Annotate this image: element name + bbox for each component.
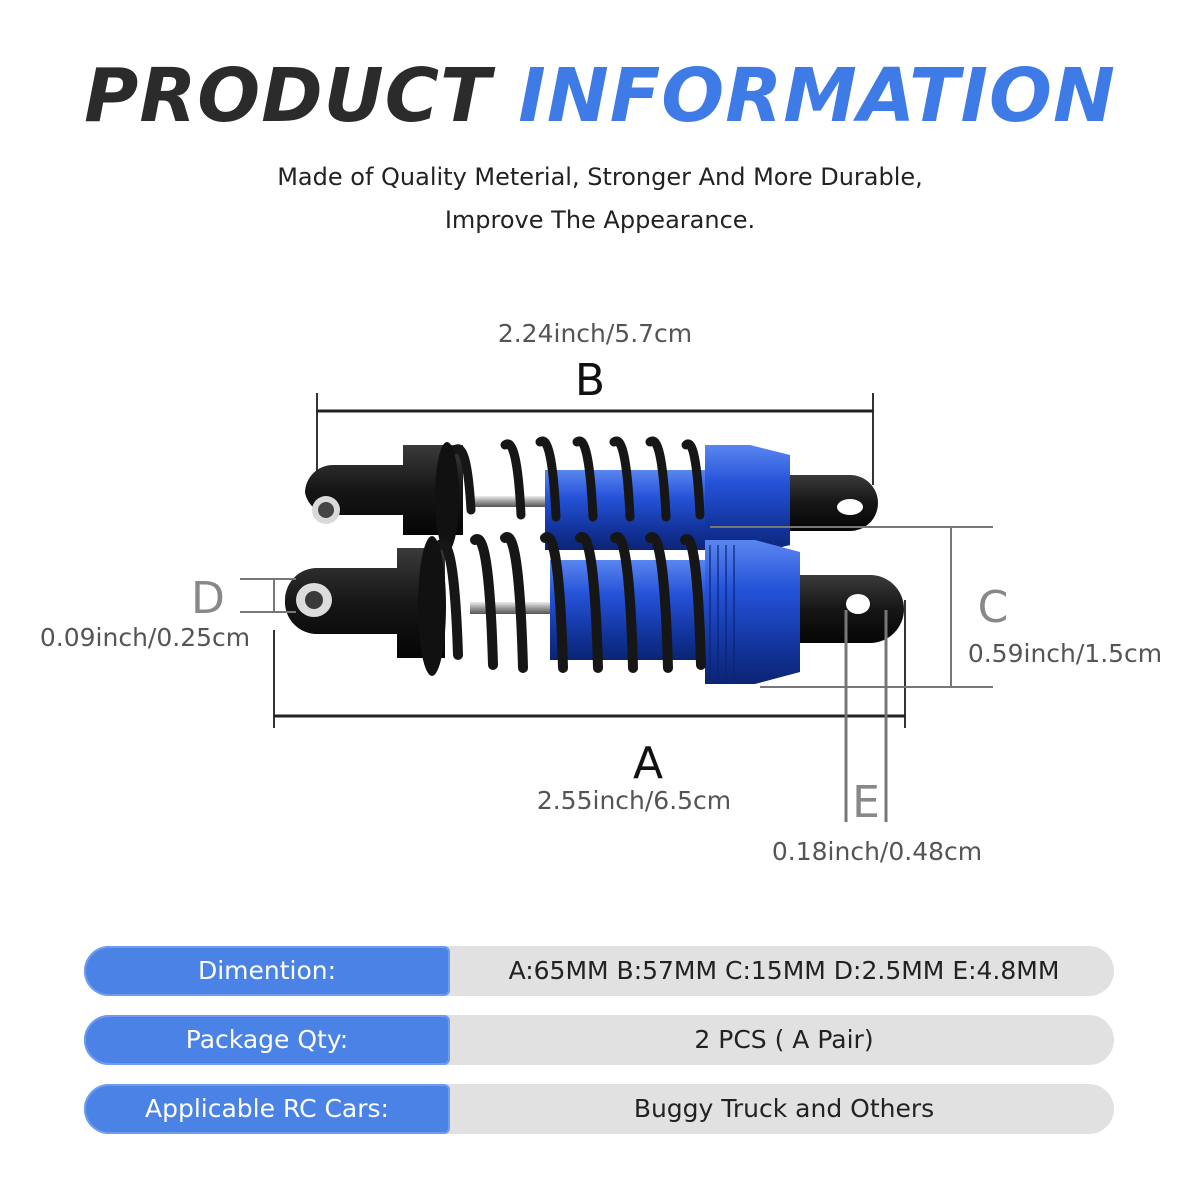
dimension-b-measure: 2.24inch/5.7cm bbox=[498, 319, 692, 348]
dimension-d-measure: 0.09inch/0.25cm bbox=[40, 623, 250, 652]
spec-row-dimension: Dimention: A:65MM B:57MM C:15MM D:2.5MM … bbox=[84, 946, 1114, 996]
dimension-a-measure: 2.55inch/6.5cm bbox=[537, 786, 731, 815]
dimension-b: B 2.24inch/5.7cm bbox=[316, 319, 874, 485]
dimension-a: A 2.55inch/6.5cm bbox=[273, 600, 906, 815]
spec-row-applicable-cars: Applicable RC Cars: Buggy Truck and Othe… bbox=[84, 1084, 1114, 1134]
page-title: PRODUCT INFORMATION bbox=[0, 48, 1200, 144]
title-word-information: INFORMATION bbox=[518, 53, 1116, 139]
dimension-a-letter: A bbox=[633, 738, 663, 789]
spec-label: Package Qty: bbox=[84, 1015, 450, 1065]
dimension-b-letter: B bbox=[575, 355, 605, 406]
spec-value: Buggy Truck and Others bbox=[633, 1094, 935, 1123]
spec-value: 2 PCS ( A Pair) bbox=[694, 1025, 874, 1054]
shock-absorber-front bbox=[284, 532, 904, 684]
spec-value: A:65MM B:57MM C:15MM D:2.5MM E:4.8MM bbox=[508, 956, 1060, 985]
spec-label: Dimention: bbox=[84, 946, 450, 996]
dimension-d: D 0.09inch/0.25cm bbox=[40, 573, 296, 652]
spec-row-package-qty: Package Qty: 2 PCS ( A Pair) bbox=[84, 1015, 1114, 1065]
spec-label: Applicable RC Cars: bbox=[84, 1084, 450, 1134]
shock-absorber-back bbox=[305, 436, 878, 555]
dimension-c: C 0.59inch/1.5cm bbox=[710, 526, 1162, 688]
dimension-d-letter: D bbox=[191, 573, 225, 624]
dimension-e-letter: E bbox=[852, 777, 880, 828]
subtitle-line-1: Made of Quality Meterial, Stronger And M… bbox=[277, 163, 923, 191]
subtitle-line-2: Improve The Appearance. bbox=[444, 206, 756, 234]
dimension-c-letter: C bbox=[978, 582, 1009, 633]
dimension-e: E 0.18inch/0.48cm bbox=[772, 610, 982, 866]
title-word-product: PRODUCT bbox=[84, 53, 492, 139]
dimension-c-measure: 0.59inch/1.5cm bbox=[968, 639, 1162, 668]
shock-absorber-diagram: B 2.24inch/5.7cm bbox=[40, 319, 1162, 866]
dimension-e-measure: 0.18inch/0.48cm bbox=[772, 837, 982, 866]
